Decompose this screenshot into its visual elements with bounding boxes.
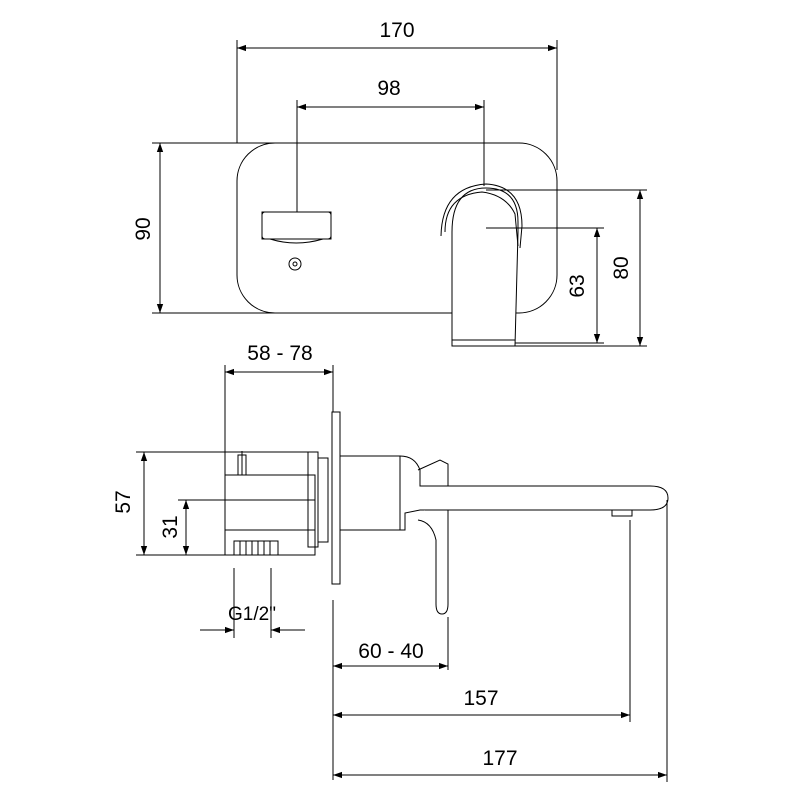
dim-overall-width: 170 [236, 19, 558, 170]
dim-spout-outlet-height: 63 [486, 227, 604, 344]
mixer-handle [261, 211, 332, 244]
dim-wall-thickness: 58 - 78 [224, 342, 334, 475]
spout-front [440, 183, 523, 347]
dim-overall-projection: 177 [333, 500, 668, 782]
front-view: 170 98 90 63 80 [132, 19, 647, 347]
dim-handle-spacing: 98 [296, 77, 485, 212]
dim-handle-projection: 60 - 40 [332, 600, 449, 780]
dim-label-58-78: 58 - 78 [247, 342, 312, 365]
dim-label-157: 157 [463, 687, 498, 710]
dim-label-80: 80 [610, 256, 633, 279]
dim-label-thread: G1/2" [228, 604, 276, 625]
dim-label-170: 170 [379, 19, 414, 42]
dim-label-63: 63 [566, 274, 589, 297]
dim-label-60-40: 60 - 40 [358, 640, 423, 663]
dim-plate-height: 90 [132, 142, 275, 314]
wall-plate-side [331, 411, 341, 585]
screw-icon [288, 257, 302, 271]
side-view: 58 - 78 57 31 G1/2" 6 [112, 342, 669, 782]
dim-label-90: 90 [132, 217, 155, 240]
dim-label-31: 31 [159, 515, 182, 538]
dim-body-height: 57 [112, 451, 308, 556]
dim-label-57: 57 [112, 490, 135, 513]
dim-spout-outlet-projection: 157 [333, 520, 631, 722]
dim-inlet-height: 31 [159, 499, 225, 556]
concealed-body [224, 451, 329, 556]
spout-side [339, 455, 669, 615]
dim-thread: G1/2" [200, 568, 305, 638]
dim-label-98: 98 [377, 77, 400, 100]
dim-spout-body-height: 80 [486, 189, 647, 347]
dim-label-177: 177 [482, 747, 517, 770]
